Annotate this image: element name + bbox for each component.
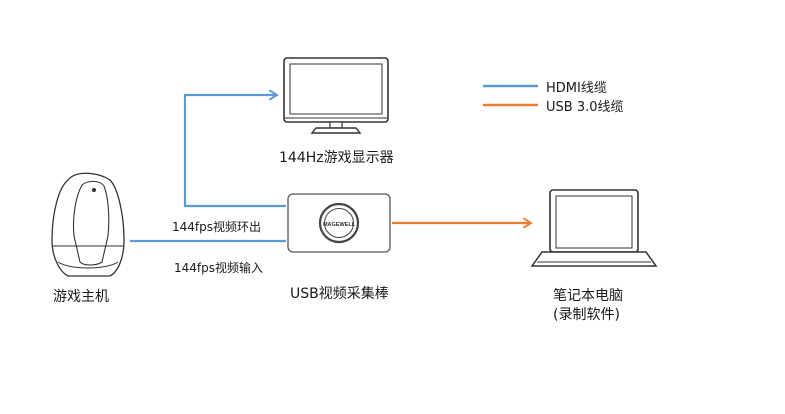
capture-logo-text: MAGEWELL <box>323 222 356 228</box>
laptop-icon <box>530 189 658 267</box>
legend-hdmi-label: HDMI线缆 <box>546 81 607 96</box>
console-label: 游戏主机 <box>53 289 109 305</box>
game-console-icon <box>51 172 125 277</box>
capture-label: USB视频采集棒 <box>290 286 389 302</box>
laptop-label: 笔记本电脑 <box>553 288 623 304</box>
capture-stick-icon <box>287 193 391 253</box>
input-label: 144fps视频输入 <box>174 261 263 275</box>
loop-out-label: 144fps视频环出 <box>172 220 261 234</box>
monitor-icon <box>283 57 389 134</box>
legend-usb-label: USB 3.0线缆 <box>546 100 624 115</box>
monitor-label: 144Hz游戏显示器 <box>279 150 394 166</box>
hdmi-loop-out-line <box>183 95 286 208</box>
laptop-sublabel: (录制软件) <box>553 307 620 323</box>
